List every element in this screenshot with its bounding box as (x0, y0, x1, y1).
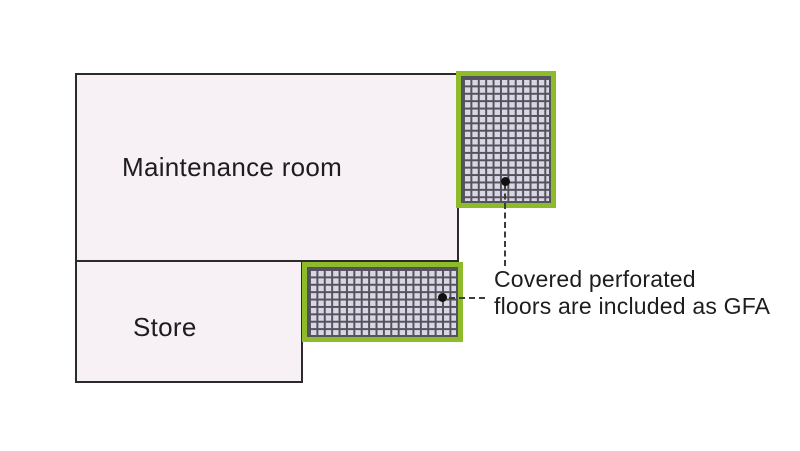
store-room-label: Store (133, 312, 197, 342)
store-room: Store (75, 260, 303, 383)
perforated-grid-pattern (307, 267, 458, 337)
annotation-line-1: Covered perforated (494, 266, 696, 292)
callout-dot-top (501, 177, 510, 186)
dashed-leader-horizontal (449, 297, 485, 299)
maintenance-room: Maintenance room (75, 73, 459, 262)
perforated-floor-top (456, 71, 556, 208)
annotation-text: Covered perforated floors are included a… (494, 266, 770, 320)
perforated-grid-pattern (461, 76, 551, 203)
callout-dot-bottom (438, 293, 447, 302)
perforated-floor-bottom (302, 262, 463, 342)
maintenance-room-label: Maintenance room (122, 152, 343, 182)
annotation-line-2: floors are included as GFA (494, 293, 771, 319)
dashed-leader-vertical (504, 184, 506, 266)
